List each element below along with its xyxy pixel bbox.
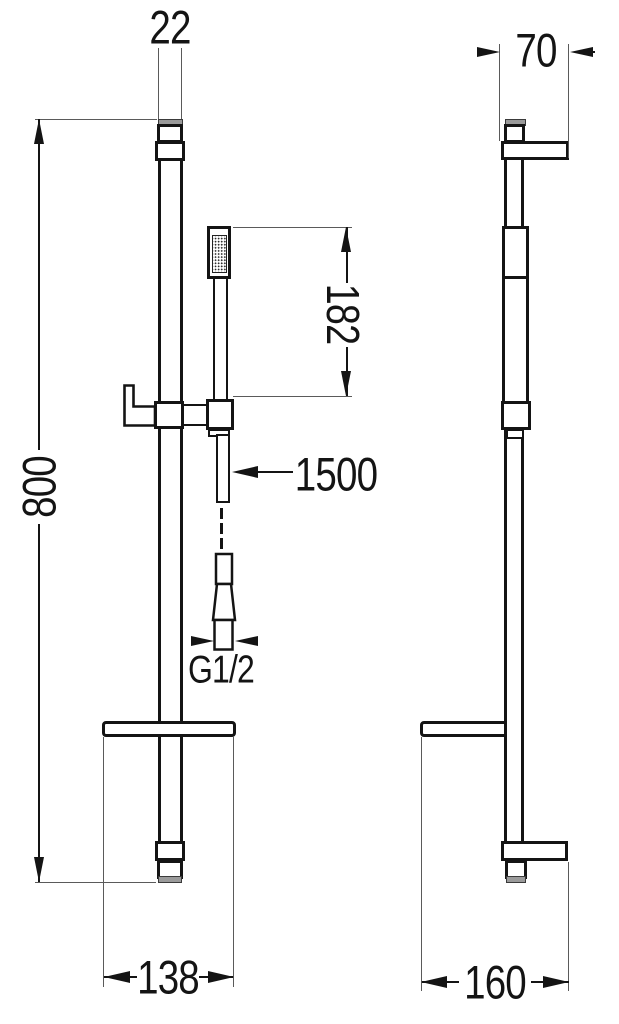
dim-line (38, 524, 40, 882)
front-handset-handle (212, 276, 228, 402)
front-handset-holder (205, 399, 234, 430)
dim-extension-line (420, 737, 422, 991)
dim-extension-line (499, 44, 501, 141)
side-rail-slider (500, 401, 531, 430)
front-bottom-flange (154, 841, 185, 861)
dim-label-rail-height: 800 (12, 456, 66, 518)
callout-leader-line (255, 471, 293, 473)
side-bottom-wall-bracket (500, 840, 568, 861)
dim-label-rail-width: 22 (149, 0, 191, 54)
arrowhead-right-icon (543, 976, 569, 988)
dim-extension-line (35, 118, 157, 120)
dim-label-side-base-width: 160 (464, 955, 527, 1009)
front-rail-slider (153, 401, 184, 429)
arrowhead-down-icon (33, 857, 44, 882)
dim-line (591, 51, 595, 53)
dim-label-bracket-depth: 70 (515, 23, 557, 77)
arrowhead-left-icon (103, 971, 130, 983)
dim-line (345, 227, 348, 283)
arrowhead-right-icon (477, 46, 500, 57)
front-top-flange (154, 141, 185, 161)
front-hose-stub (215, 434, 230, 503)
dim-extension-line (35, 881, 156, 883)
side-handset-head (501, 226, 529, 279)
side-top-wall-bracket (500, 141, 569, 160)
side-outlet-neck (505, 429, 524, 439)
dim-extension-line (233, 226, 352, 228)
hose-dashed-line (219, 508, 223, 552)
arrowhead-down-icon (341, 371, 352, 396)
dim-extension-line (567, 44, 570, 158)
dim-extension-line (233, 737, 235, 987)
dim-label-handset-length: 182 (317, 283, 369, 345)
arrowhead-up-icon (33, 119, 44, 144)
side-shelf (419, 720, 507, 737)
dim-leader-line (181, 48, 183, 119)
dim-label-thread-size: G1/2 (187, 648, 255, 692)
arrowhead-left-icon (421, 976, 447, 988)
dim-label-hose-length: 1500 (294, 447, 378, 501)
dim-label-front-base-width: 138 (137, 950, 200, 1004)
arrowhead-right-icon (191, 635, 214, 646)
front-shelf (101, 720, 236, 737)
dim-line (38, 119, 40, 450)
arrowhead-left-icon (232, 466, 258, 478)
arrowhead-up-icon (341, 227, 352, 252)
dim-extension-line (568, 862, 570, 991)
dim-extension-line (233, 395, 352, 397)
arrowhead-left-icon (235, 635, 258, 646)
side-rail-bottom-cap (505, 876, 526, 883)
arrowhead-left-icon (570, 46, 593, 57)
handset-spray-face (211, 235, 227, 273)
arrowhead-right-icon (207, 971, 234, 983)
front-rail-bottom-cap (157, 876, 182, 883)
dim-extension-line (103, 737, 105, 987)
side-handset-handle (501, 276, 529, 404)
dim-leader-line (158, 48, 160, 119)
